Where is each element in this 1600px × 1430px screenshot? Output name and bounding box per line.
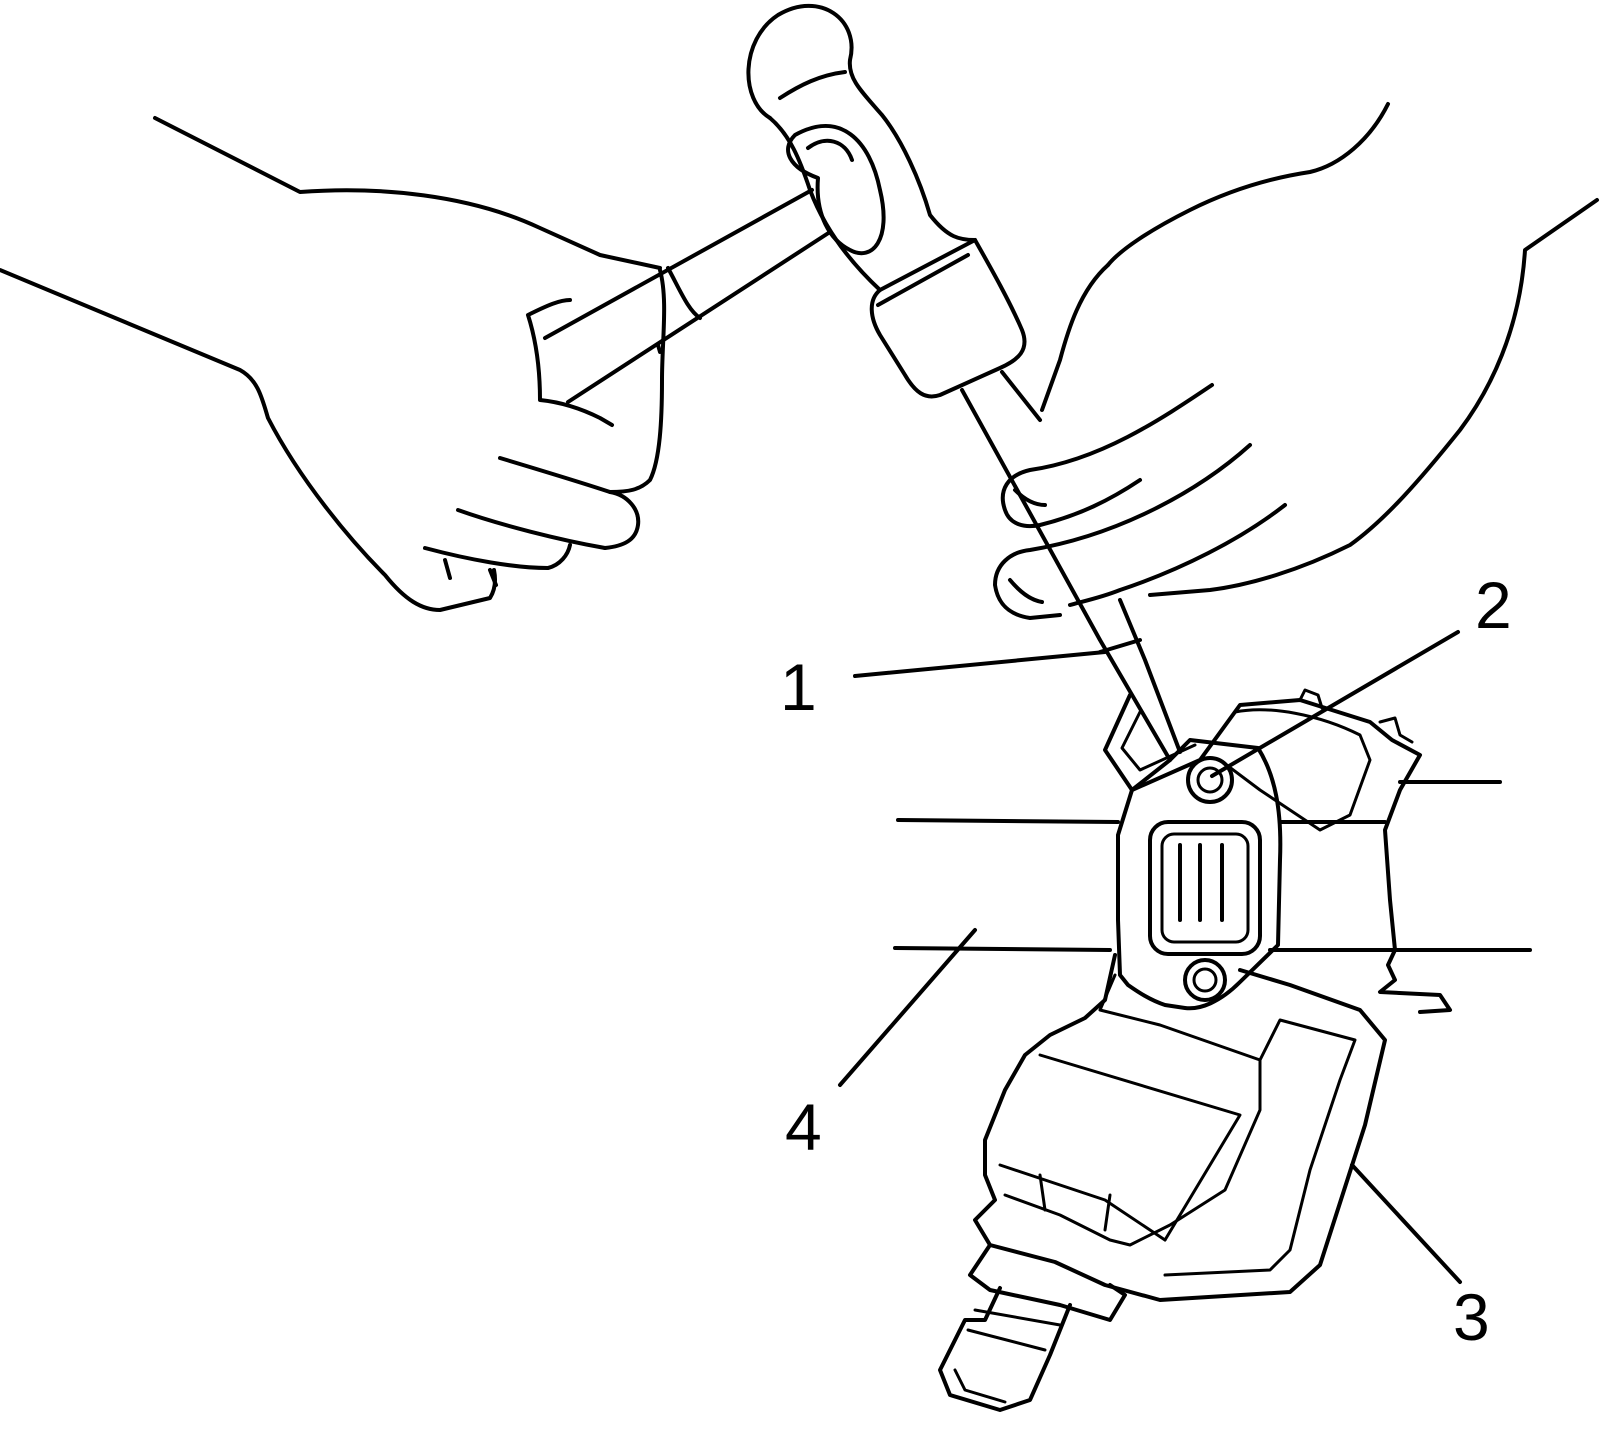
hammer-head-face: [806, 138, 854, 162]
right-hand-back: [1040, 263, 1110, 412]
tool-shaft-right: [1000, 370, 1182, 754]
leader-1: [853, 650, 1107, 678]
tool-ferrule: [869, 238, 1027, 399]
hammer-handle-band-2: [656, 343, 662, 354]
callout-labels: 1 2 3 4: [780, 568, 1512, 1354]
right-middle-finger: [993, 443, 1252, 620]
lower-housing-inner: [1003, 973, 1262, 1247]
callout-4: 4: [785, 1090, 822, 1164]
hammer-head: [786, 124, 886, 256]
left-hand-palm: [608, 268, 667, 494]
punch-tool: [746, 3, 1182, 762]
right-index-finger: [1000, 383, 1214, 529]
connector-tip: [938, 1286, 1072, 1412]
tool-handle-left-edge: [768, 116, 882, 292]
callout-2: 2: [1475, 568, 1512, 642]
plate-lower-hole: [1183, 958, 1227, 1002]
right-finger-nail: [1008, 488, 1047, 604]
tool-handle-groove: [778, 70, 847, 100]
rail-bottom-left: [893, 946, 1112, 952]
left-finger-2: [456, 508, 607, 550]
ignition-component: [893, 688, 1532, 1412]
plate-window: [1148, 820, 1262, 956]
screw-head: [1186, 756, 1234, 804]
lower-housing-face: [1038, 1053, 1242, 1242]
tool-shaft-left: [960, 388, 1172, 762]
hammer-handle-band: [666, 266, 702, 320]
left-arm-lower-edge: [0, 268, 497, 612]
right-arm-top: [1106, 102, 1390, 267]
left-finger-3: [423, 543, 572, 570]
tool-shaft-collar: [1098, 638, 1142, 654]
screw-recess: [1196, 766, 1224, 794]
left-thumb: [526, 298, 614, 427]
leader-3: [1350, 1163, 1462, 1284]
callout-3: 3: [1453, 1280, 1490, 1354]
rear-housing-teeth: [1298, 688, 1414, 744]
left-hand-with-hammer: [0, 116, 886, 612]
callout-1: 1: [780, 650, 817, 724]
right-ring-finger: [1068, 503, 1287, 607]
tool-handle-knob: [746, 3, 977, 242]
plate-window-inner: [1160, 832, 1250, 944]
leader-2: [1210, 630, 1460, 778]
mounting-plate: [1116, 738, 1283, 1011]
tool-ferrule-band: [876, 253, 970, 307]
connector-latch: [953, 1308, 1062, 1404]
rail-top-left: [896, 818, 1120, 824]
leader-4: [838, 928, 977, 1087]
left-finger-4: [443, 558, 498, 587]
connector-body: [968, 1243, 1127, 1322]
left-arm-upper-edge: [153, 116, 662, 270]
left-finger-1: [498, 456, 641, 550]
right-hand: [993, 102, 1599, 620]
lower-housing-ridge: [998, 1163, 1167, 1242]
rear-housing-inner: [1120, 708, 1372, 832]
callout-leaders: [838, 630, 1462, 1284]
hammer-handle-top-edge: [543, 188, 814, 340]
window-bars: [1178, 843, 1224, 922]
right-arm-bottom: [1148, 198, 1599, 597]
lower-housing-side: [1163, 1018, 1357, 1277]
plate-lower-hole-inner: [1192, 967, 1218, 993]
rear-housing: [1103, 693, 1452, 1014]
